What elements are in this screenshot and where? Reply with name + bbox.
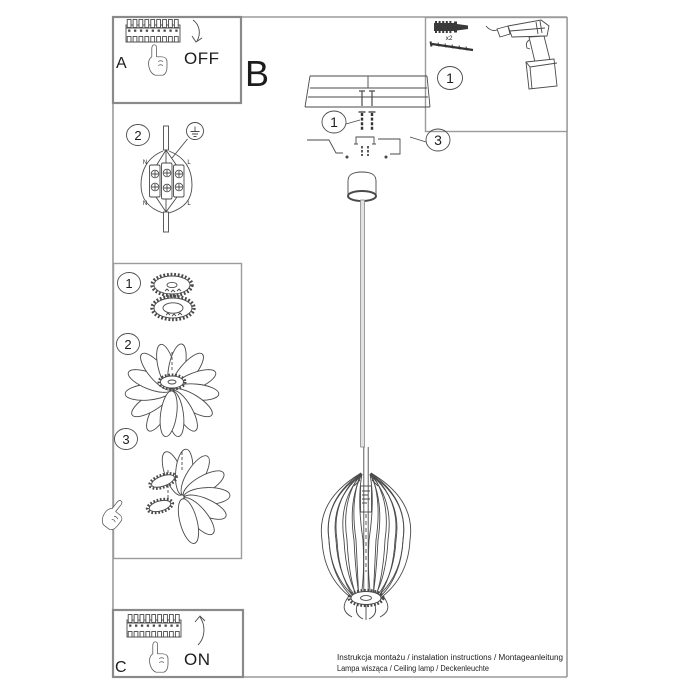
shade-slat	[320, 472, 362, 604]
panel-c-box: C ON	[111, 608, 245, 679]
off-label: OFF	[184, 49, 220, 68]
terminal-label-l-bottom: L	[187, 201, 191, 207]
terminal-label-n-top: N	[143, 160, 147, 166]
shade-slat	[369, 473, 390, 602]
panel-a-box: A OFF	[111, 15, 243, 105]
circuit-breaker-icon	[125, 19, 181, 43]
on-label: ON	[184, 650, 211, 669]
bottom-hub	[343, 588, 389, 620]
drill-icon	[485, 19, 558, 90]
shade-slat	[370, 472, 405, 604]
panel-a-label: A	[116, 55, 127, 72]
shade-slat	[159, 390, 178, 438]
toothed-disc-top-icon	[150, 272, 194, 298]
step-number: 3	[122, 432, 129, 447]
shade-slat	[353, 472, 362, 604]
shade-slat	[345, 472, 362, 604]
step-circle-parts: 1	[437, 66, 463, 90]
step-number: 1	[330, 114, 338, 130]
terminal-block-icon: N L N L	[143, 160, 192, 207]
footer-line-2: Lampa wisząca / Ceiling lamp / Deckenleu…	[337, 664, 489, 673]
step-circle-bracket: 3	[409, 128, 451, 152]
shade-slat	[335, 472, 362, 604]
canopy-icon	[347, 171, 377, 202]
top-cable	[163, 125, 169, 151]
shade-slat	[367, 473, 373, 602]
footer-line-1: Instrukcja montażu / instalation instruc…	[337, 653, 563, 662]
toothed-disc-icon	[145, 472, 178, 515]
step-circle-1: 1	[117, 272, 141, 294]
bracket-cross-section-icon	[307, 136, 401, 159]
footer-text: Instrukcja montażu / instalation instruc…	[337, 653, 563, 673]
lamp-shade-icon	[320, 447, 412, 620]
step-number: 1	[125, 276, 132, 291]
shade-slat	[370, 472, 397, 604]
step-circle-2: 2	[116, 333, 140, 355]
shade-slats-assembled-icon	[124, 343, 220, 438]
arrow-up-icon	[194, 615, 206, 646]
terminal-label-l-top: L	[187, 160, 191, 166]
mounting-screws-icon	[358, 111, 376, 130]
step-number: 1	[446, 70, 454, 86]
toothed-disc-bottom-icon	[150, 294, 196, 322]
shade-slat	[342, 473, 363, 602]
step-number: 2	[124, 337, 131, 352]
shade-slat	[370, 472, 379, 604]
earth-ground-icon	[171, 122, 204, 159]
shade-slat	[370, 472, 387, 604]
step-circle-wiring: 2	[126, 124, 150, 146]
step-circle-screws: 1	[321, 110, 361, 134]
assembly-box: 1 2 3	[98, 262, 243, 560]
wiring-diagram: 2 N L N L	[126, 122, 204, 233]
section-b-label: B	[245, 53, 269, 94]
shade-slat	[327, 472, 362, 604]
screw-icon	[429, 41, 474, 52]
shade-slat	[359, 473, 365, 602]
parts-box: x2 1	[424, 16, 568, 133]
step-number: 2	[134, 128, 141, 143]
shade-slat	[370, 472, 412, 604]
panel-c-label: C	[115, 659, 127, 676]
terminal-label-n-bottom: N	[143, 201, 147, 207]
wall-plug-icon	[434, 21, 468, 33]
pendant-cable	[360, 199, 365, 448]
shade-slat	[177, 498, 200, 544]
plug-quantity-label: x2	[446, 35, 453, 42]
circuit-breaker-icon	[126, 614, 182, 638]
step-number: 3	[434, 132, 442, 148]
arrow-down-icon	[191, 19, 203, 43]
bottom-cable	[163, 211, 169, 233]
shade-slats-inserting-icon	[98, 448, 231, 544]
wire-loops	[140, 149, 193, 214]
step-circle-3: 3	[114, 428, 138, 450]
ceiling-slab-icon	[304, 75, 431, 108]
